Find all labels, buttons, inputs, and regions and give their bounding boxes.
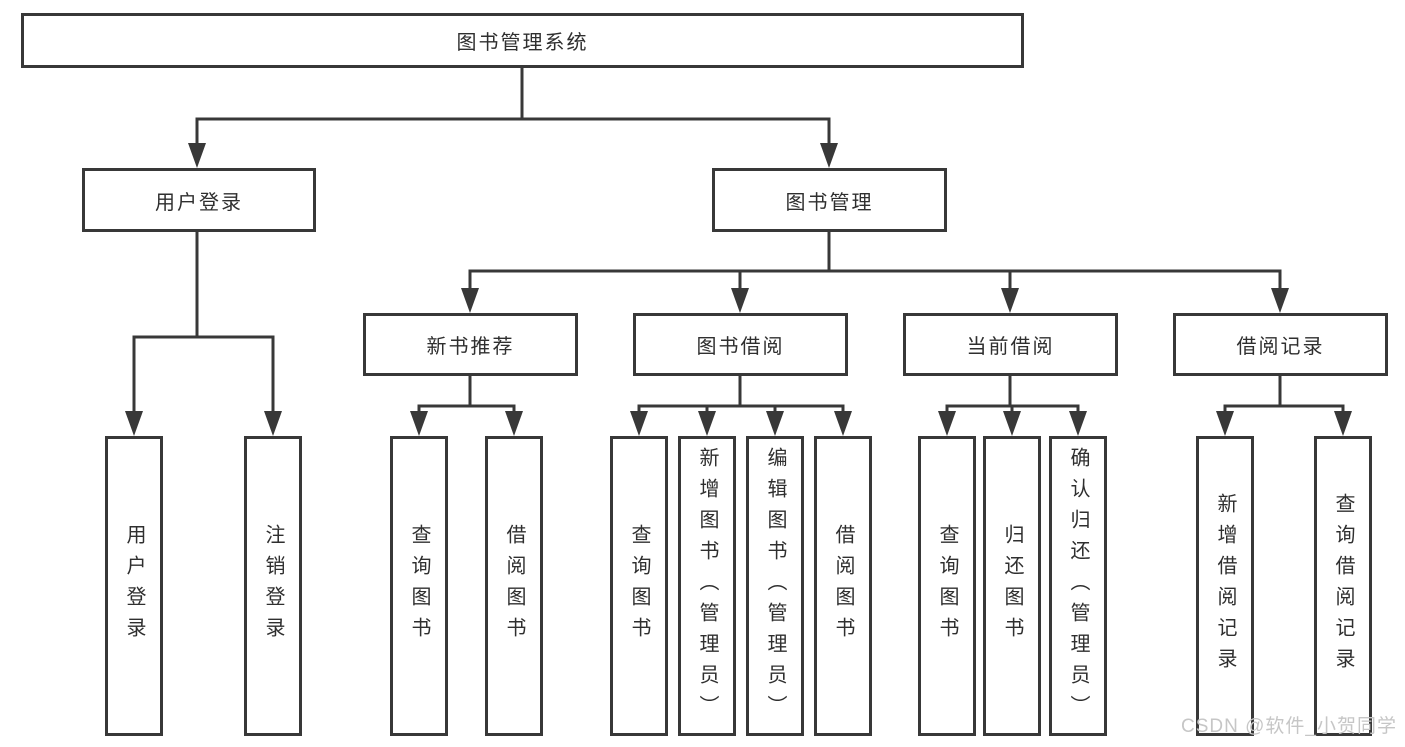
node-borrow-records-label: 借阅记录 xyxy=(1236,336,1325,358)
watermark: CSDN @软件_小贺同学 xyxy=(1181,716,1397,737)
node-current-borrow: 当前借阅 xyxy=(903,313,1118,376)
leaf-add-book-admin: 新增图书（管理员） xyxy=(678,436,736,736)
leaf-borrow-book: 借阅图书 xyxy=(814,436,872,736)
leaf-logout: 注销登录 xyxy=(244,436,302,736)
connector-book-borrow-split xyxy=(637,376,845,414)
node-new-book-rec-label: 新书推荐 xyxy=(426,336,515,358)
connector-new-book-rec-split xyxy=(417,376,516,414)
connector-root-split xyxy=(195,68,831,146)
leaf-edit-book-admin: 编辑图书（管理员） xyxy=(746,436,804,736)
leaf-current-query-book-label: 查询图书 xyxy=(936,524,958,648)
node-root-label: 图书管理系统 xyxy=(456,32,589,54)
leaf-borrow-book-label: 借阅图书 xyxy=(832,524,854,648)
connector-book-mgmt-split xyxy=(468,232,1282,291)
leaf-current-query-book: 查询图书 xyxy=(918,436,976,736)
leaf-newrec-query-book-label: 查询图书 xyxy=(408,524,430,648)
leaf-newrec-query-book: 查询图书 xyxy=(390,436,448,736)
leaf-add-borrow-record: 新增借阅记录 xyxy=(1196,436,1254,736)
node-book-borrow: 图书借阅 xyxy=(633,313,848,376)
leaf-add-book-admin-label: 新增图书（管理员） xyxy=(696,446,718,726)
leaf-logout-label: 注销登录 xyxy=(262,524,284,648)
arrow-down-icons xyxy=(125,143,1352,436)
leaf-confirm-return-admin-label: 确认归还（管理员） xyxy=(1067,446,1089,726)
leaf-user-login: 用户登录 xyxy=(105,436,163,736)
leaf-return-book: 归还图书 xyxy=(983,436,1041,736)
leaf-borrow-query-book: 查询图书 xyxy=(610,436,668,736)
leaf-newrec-borrow-book-label: 借阅图书 xyxy=(503,524,525,648)
node-current-borrow-label: 当前借阅 xyxy=(966,336,1055,358)
node-book-mgmt-label: 图书管理 xyxy=(785,191,874,214)
connector-user-login-split xyxy=(132,232,275,414)
node-user-login-label: 用户登录 xyxy=(155,191,243,214)
leaf-newrec-borrow-book: 借阅图书 xyxy=(485,436,543,736)
leaf-query-borrow-record: 查询借阅记录 xyxy=(1314,436,1372,736)
node-root: 图书管理系统 xyxy=(21,13,1024,68)
connector-current-borrow-split xyxy=(945,376,1080,414)
node-borrow-records: 借阅记录 xyxy=(1173,313,1388,376)
leaf-confirm-return-admin: 确认归还（管理员） xyxy=(1049,436,1107,736)
leaf-edit-book-admin-label: 编辑图书（管理员） xyxy=(764,446,786,726)
leaf-query-borrow-record-label: 查询借阅记录 xyxy=(1332,493,1354,679)
leaf-borrow-query-book-label: 查询图书 xyxy=(628,524,650,648)
node-book-borrow-label: 图书借阅 xyxy=(696,336,785,358)
node-user-login: 用户登录 xyxy=(82,168,316,232)
leaf-user-login-label: 用户登录 xyxy=(123,524,145,648)
leaf-return-book-label: 归还图书 xyxy=(1001,524,1023,648)
connector-borrow-records-split xyxy=(1223,376,1345,414)
leaf-add-borrow-record-label: 新增借阅记录 xyxy=(1214,493,1236,679)
node-new-book-rec: 新书推荐 xyxy=(363,313,578,376)
node-book-mgmt: 图书管理 xyxy=(712,168,947,232)
